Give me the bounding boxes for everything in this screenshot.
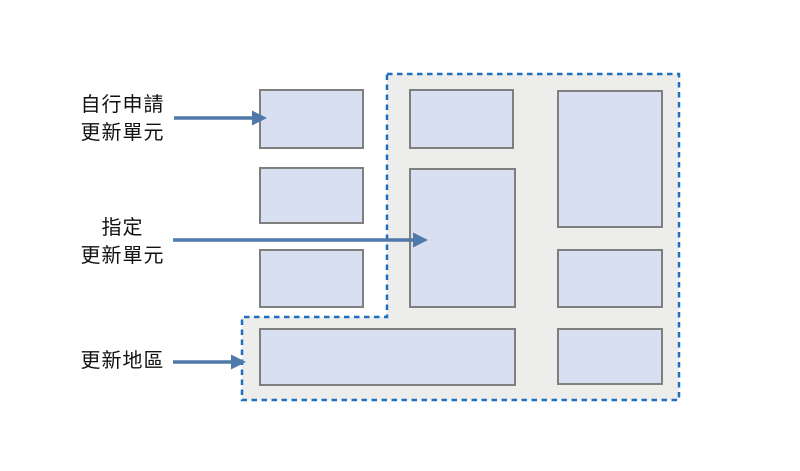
unit-right-tall	[557, 90, 663, 228]
label-designated-unit: 指定 更新單元	[80, 217, 165, 267]
arrow-right-icon	[173, 354, 246, 370]
unit-bottom-wide	[259, 328, 516, 386]
label-renewal-area: 更新地區	[80, 350, 165, 372]
label-self-applied-unit: 自行申請 更新單元	[80, 94, 165, 144]
unit-designated	[409, 168, 516, 308]
unit-left-bottom	[259, 249, 364, 308]
unit-right-middle	[557, 249, 663, 308]
unit-left-middle	[259, 167, 364, 224]
unit-middle-top	[409, 89, 514, 149]
arrow-right-icon	[173, 232, 428, 248]
arrow-right-icon	[174, 110, 267, 126]
unit-self-applied	[259, 89, 364, 149]
unit-right-bottom	[557, 328, 663, 385]
